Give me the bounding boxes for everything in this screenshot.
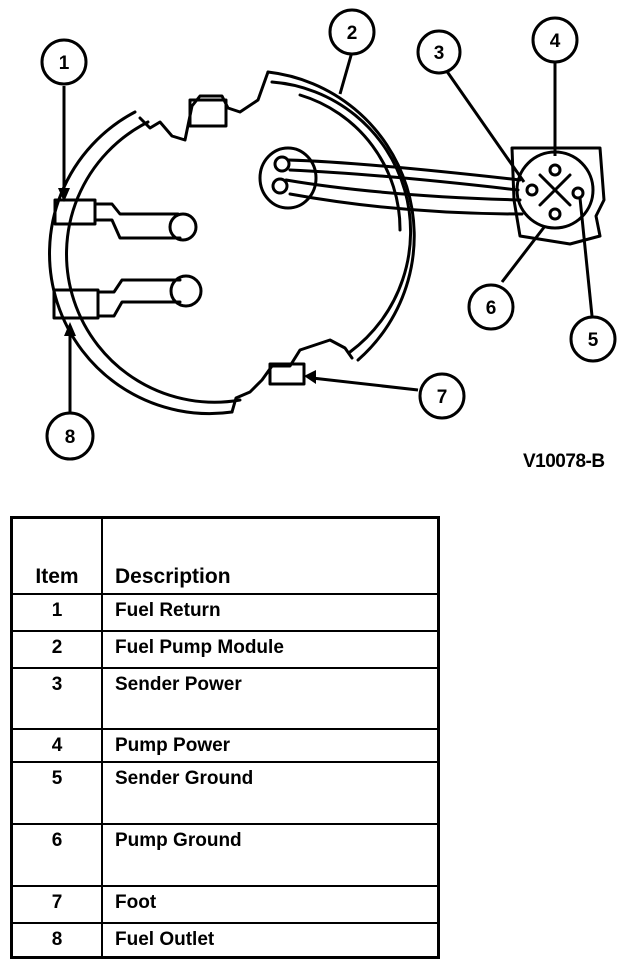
callout-3: 3 (416, 29, 462, 75)
fuel-return-fitting (53, 198, 97, 226)
harness-grommet (258, 146, 318, 210)
legend-item-description: Sender Ground (101, 761, 440, 825)
callout-1: 1 (40, 38, 88, 86)
figure-id: V10078-B (523, 451, 605, 472)
module-ring-right-outer (266, 70, 416, 362)
svg-text:1: 1 (59, 53, 70, 74)
module-flange-inner (65, 120, 242, 404)
legend-item-description: Fuel Return (101, 593, 440, 632)
module-flange-outer (48, 110, 234, 416)
svg-text:6: 6 (486, 298, 497, 319)
table-row: 3 Sender Power (10, 667, 440, 730)
legend-header-item: Item (10, 516, 103, 595)
connector-housing (510, 146, 606, 246)
legend-item-number: 2 (10, 630, 103, 669)
legend-item-description: Fuel Pump Module (101, 630, 440, 669)
table-row: 2 Fuel Pump Module (10, 630, 440, 669)
legend-item-number: 5 (10, 761, 103, 825)
upper-bracket-block (188, 98, 228, 128)
fuel-return-tube (93, 202, 182, 240)
legend-item-description: Foot (101, 885, 440, 924)
leader-2 (338, 51, 354, 95)
callout-2: 2 (328, 8, 376, 56)
legend-item-description: Fuel Outlet (101, 922, 440, 958)
leader-3 (444, 69, 526, 183)
svg-text:2: 2 (347, 23, 358, 44)
legend-table: Item Description 1 Fuel Return 2 Fuel Pu… (10, 516, 440, 959)
legend-item-number: 4 (10, 728, 103, 763)
table-row: 8 Fuel Outlet (10, 922, 440, 958)
legend-item-description: Pump Ground (101, 823, 440, 887)
fuel-outlet-fitting (52, 288, 100, 320)
fuel-outlet-tube-end (169, 274, 203, 308)
legend-item-number: 1 (10, 593, 103, 632)
table-row: 7 Foot (10, 885, 440, 924)
table-row: 5 Sender Ground (10, 761, 440, 825)
legend-header-description: Description (101, 516, 440, 595)
leader-7 (311, 376, 419, 392)
connector-pin-bottom (548, 207, 562, 221)
foot-block (268, 362, 306, 386)
harness-wires (284, 158, 524, 216)
fuel-pump-module-diagram: 1 2 3 4 5 6 7 8 (40, 8, 617, 461)
svg-text:7: 7 (437, 387, 448, 408)
arrowhead-7 (304, 370, 316, 384)
callout-7: 7 (418, 372, 466, 420)
legend-item-number: 6 (10, 823, 103, 887)
harness-wire-a (273, 155, 291, 173)
module-ring-right-inner2 (298, 93, 402, 232)
table-row: 6 Pump Ground (10, 823, 440, 887)
foot-bracket (230, 338, 354, 414)
fuel-return-tube-end (168, 212, 198, 242)
leader-5 (578, 197, 594, 317)
legend-item-number: 8 (10, 922, 103, 958)
upper-bracket (138, 70, 270, 142)
table-row: 4 Pump Power (10, 728, 440, 763)
svg-text:4: 4 (550, 31, 561, 52)
connector-cross (538, 173, 572, 207)
callout-4: 4 (531, 16, 579, 64)
arrowhead-1 (58, 188, 70, 202)
legend-header-row: Item Description (10, 516, 440, 595)
connector-pin-left (525, 183, 539, 197)
legend-item-description: Pump Power (101, 728, 440, 763)
fuel-outlet-tube (96, 278, 182, 318)
module-ring-right-inner (270, 80, 413, 354)
callout-5: 5 (569, 315, 617, 363)
callout-6: 6 (467, 283, 515, 331)
table-row: 1 Fuel Return (10, 593, 440, 632)
connector-pin-right (571, 186, 585, 200)
svg-text:5: 5 (588, 330, 599, 351)
connector-pin-top (548, 163, 562, 177)
svg-text:3: 3 (434, 43, 445, 64)
legend-item-description: Sender Power (101, 667, 440, 730)
svg-text:8: 8 (65, 427, 76, 448)
callout-8: 8 (45, 411, 95, 461)
leader-6 (500, 225, 547, 283)
legend-item-number: 7 (10, 885, 103, 924)
harness-wire-b (271, 177, 289, 195)
legend-item-number: 3 (10, 667, 103, 730)
arrowhead-8 (64, 322, 76, 336)
